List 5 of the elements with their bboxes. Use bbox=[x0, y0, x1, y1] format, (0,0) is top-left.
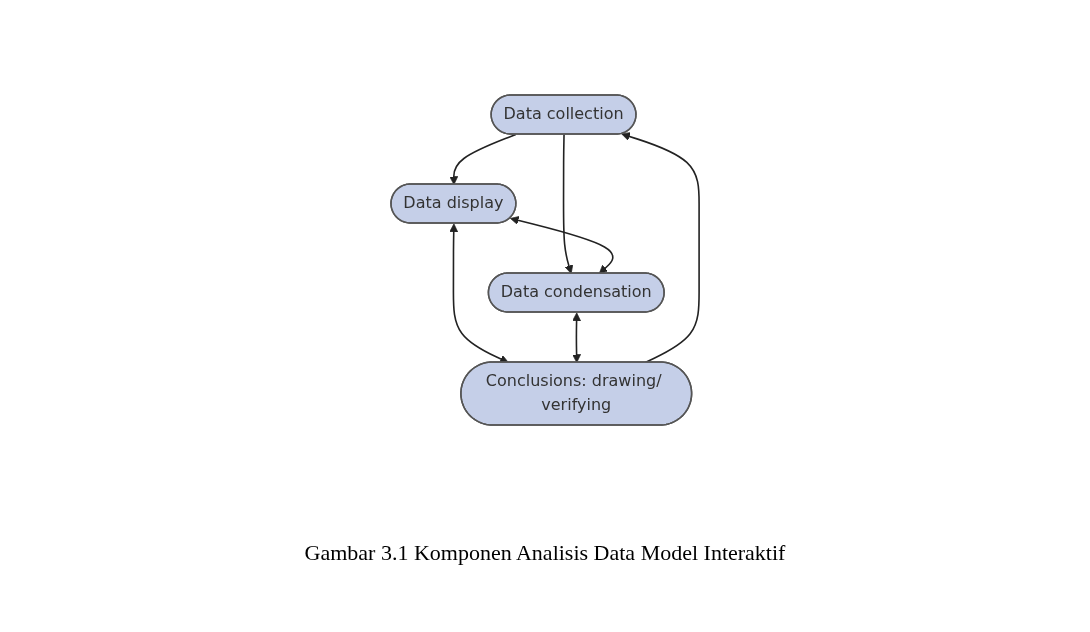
arrow bbox=[562, 133, 574, 274]
arrow bbox=[510, 216, 614, 274]
arrow bbox=[449, 133, 517, 185]
arrow bbox=[572, 312, 581, 363]
figure-caption: Gambar 3.1 Komponen Analisis Data Model Interaktif bbox=[304, 540, 786, 566]
